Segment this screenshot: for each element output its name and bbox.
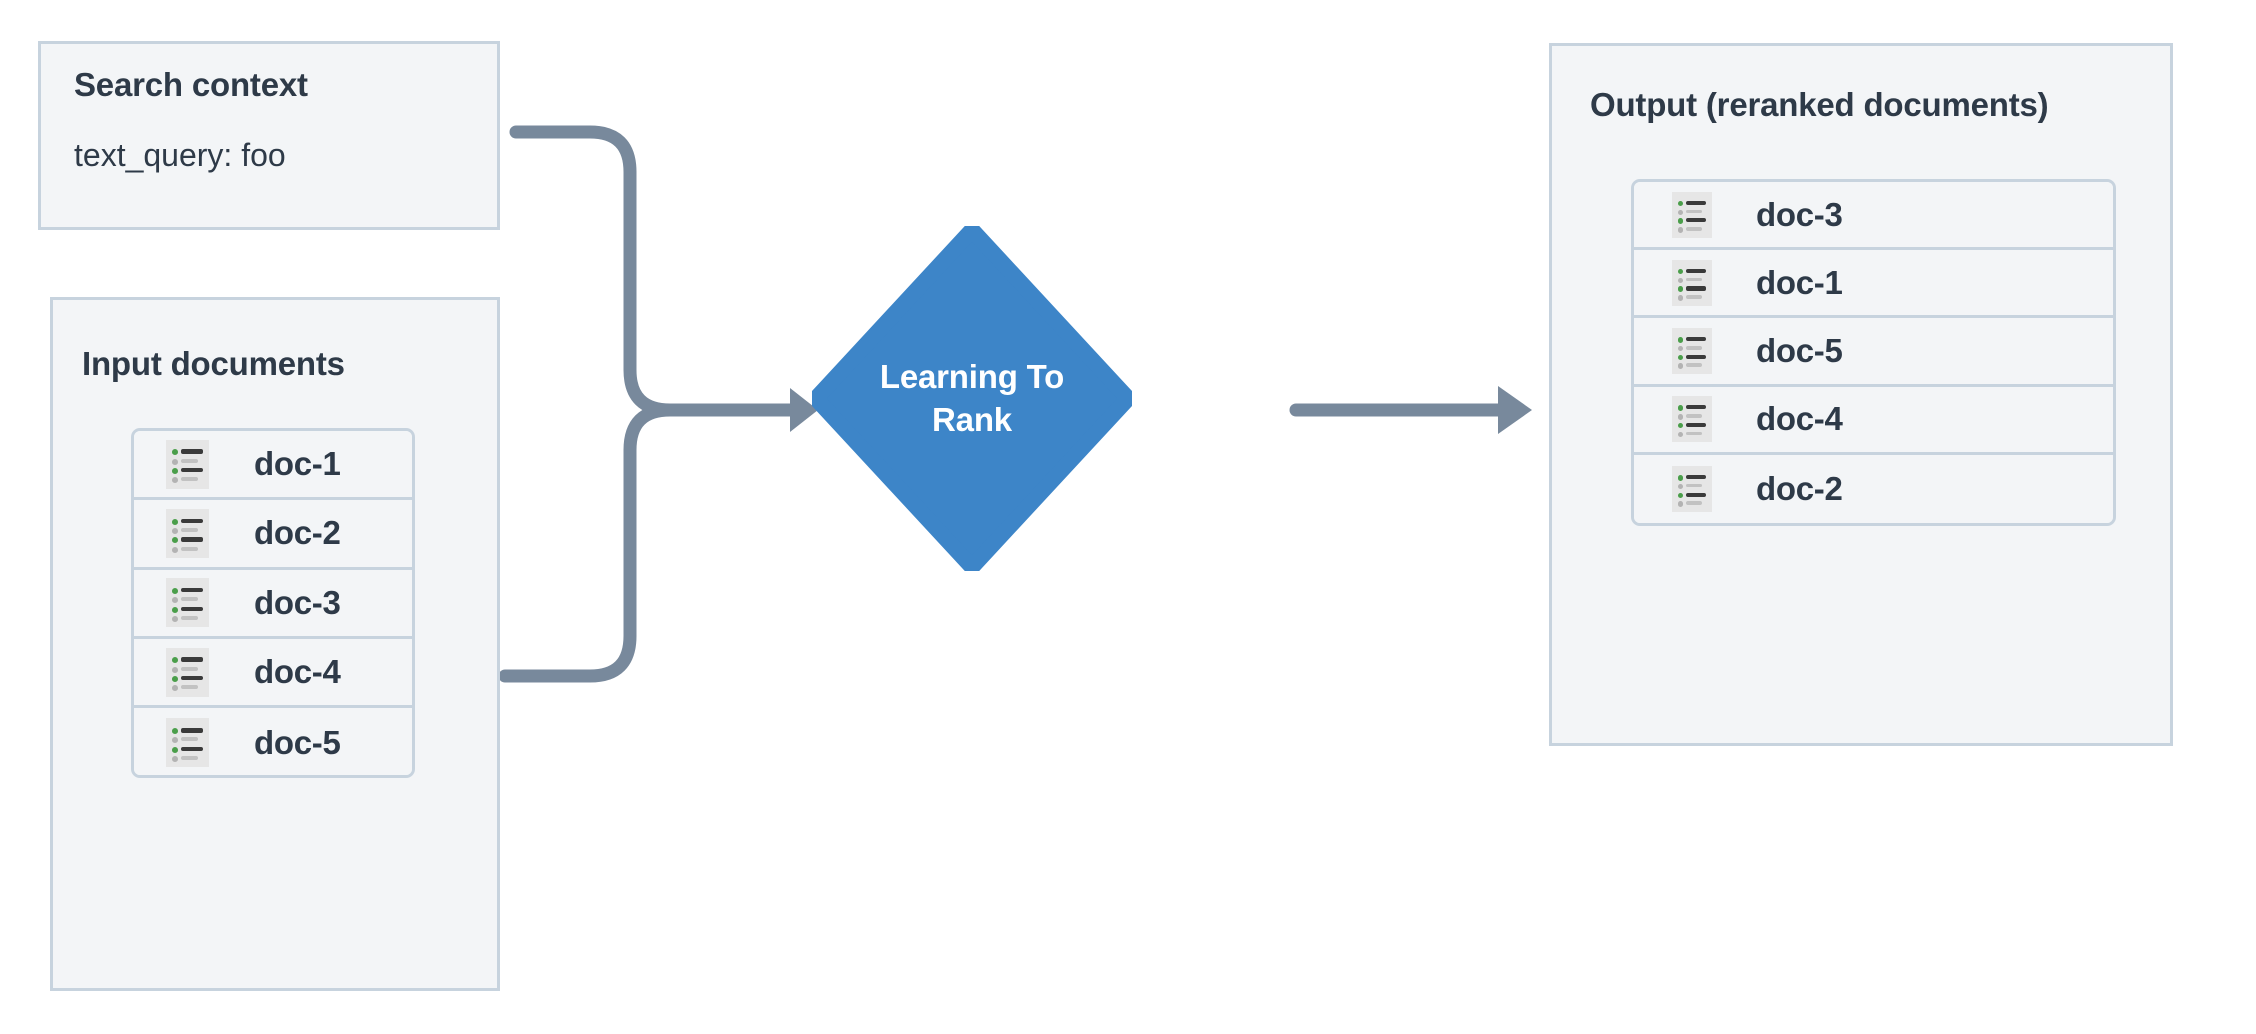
connector-arrowhead-into-output [1498,386,1532,434]
input-documents-panel: Input documents doc-1 [50,297,500,991]
document-list-icon [166,439,209,489]
list-item[interactable]: doc-5 [134,708,412,775]
learning-to-rank-node[interactable]: Learning To Rank [812,226,1132,571]
document-list-icon [1672,327,1712,374]
document-list-icon [166,578,209,628]
learning-to-rank-label-line-2: Rank [932,400,1012,438]
list-item[interactable]: doc-1 [1634,250,2113,319]
document-list-icon [1672,396,1712,443]
list-item-label: doc-2 [1756,469,1843,507]
output-document-list: doc-3 doc-1 doc-5 [1631,179,2116,526]
list-item-label: doc-5 [254,723,341,761]
learning-to-rank-label: Learning To Rank [812,226,1132,571]
document-list-icon [166,718,209,768]
input-documents-title: Input documents [82,345,345,382]
document-list-icon [166,647,209,697]
list-item[interactable]: doc-4 [1634,386,2113,455]
list-item-label: doc-2 [254,514,341,552]
list-item[interactable]: doc-5 [1634,318,2113,387]
list-item[interactable]: doc-4 [134,638,412,709]
output-panel: Output (reranked documents) doc-3 [1549,43,2173,746]
list-item-label: doc-4 [1756,400,1843,438]
diamond-shape [812,226,1132,571]
input-document-list: doc-1 doc-2 doc-3 [131,428,415,778]
list-item[interactable]: doc-3 [134,569,412,639]
document-list-icon [1672,465,1712,512]
list-item-label: doc-1 [1756,263,1843,301]
list-item[interactable]: doc-3 [1634,182,2113,251]
list-item[interactable]: doc-1 [134,431,412,501]
list-item[interactable]: doc-2 [134,500,412,570]
document-list-icon [1672,191,1712,238]
list-item-label: doc-5 [1756,331,1843,369]
connector-input-documents-to-ltr [498,403,797,683]
search-context-title: Search context [74,66,308,103]
list-item[interactable]: doc-2 [1634,454,2113,523]
list-item-label: doc-3 [254,583,341,621]
list-item-label: doc-1 [254,445,341,483]
document-list-icon [166,508,209,558]
search-context-query-value: text_query: foo [74,137,286,173]
output-title: Output (reranked documents) [1590,86,2049,123]
connector-search-context-to-ltr [509,125,797,417]
document-list-icon [1672,259,1712,306]
search-context-panel: Search context text_query: foo [38,41,500,230]
list-item-label: doc-3 [1756,195,1843,233]
learning-to-rank-label-line-1: Learning To [879,358,1065,396]
list-item-label: doc-4 [254,653,341,691]
